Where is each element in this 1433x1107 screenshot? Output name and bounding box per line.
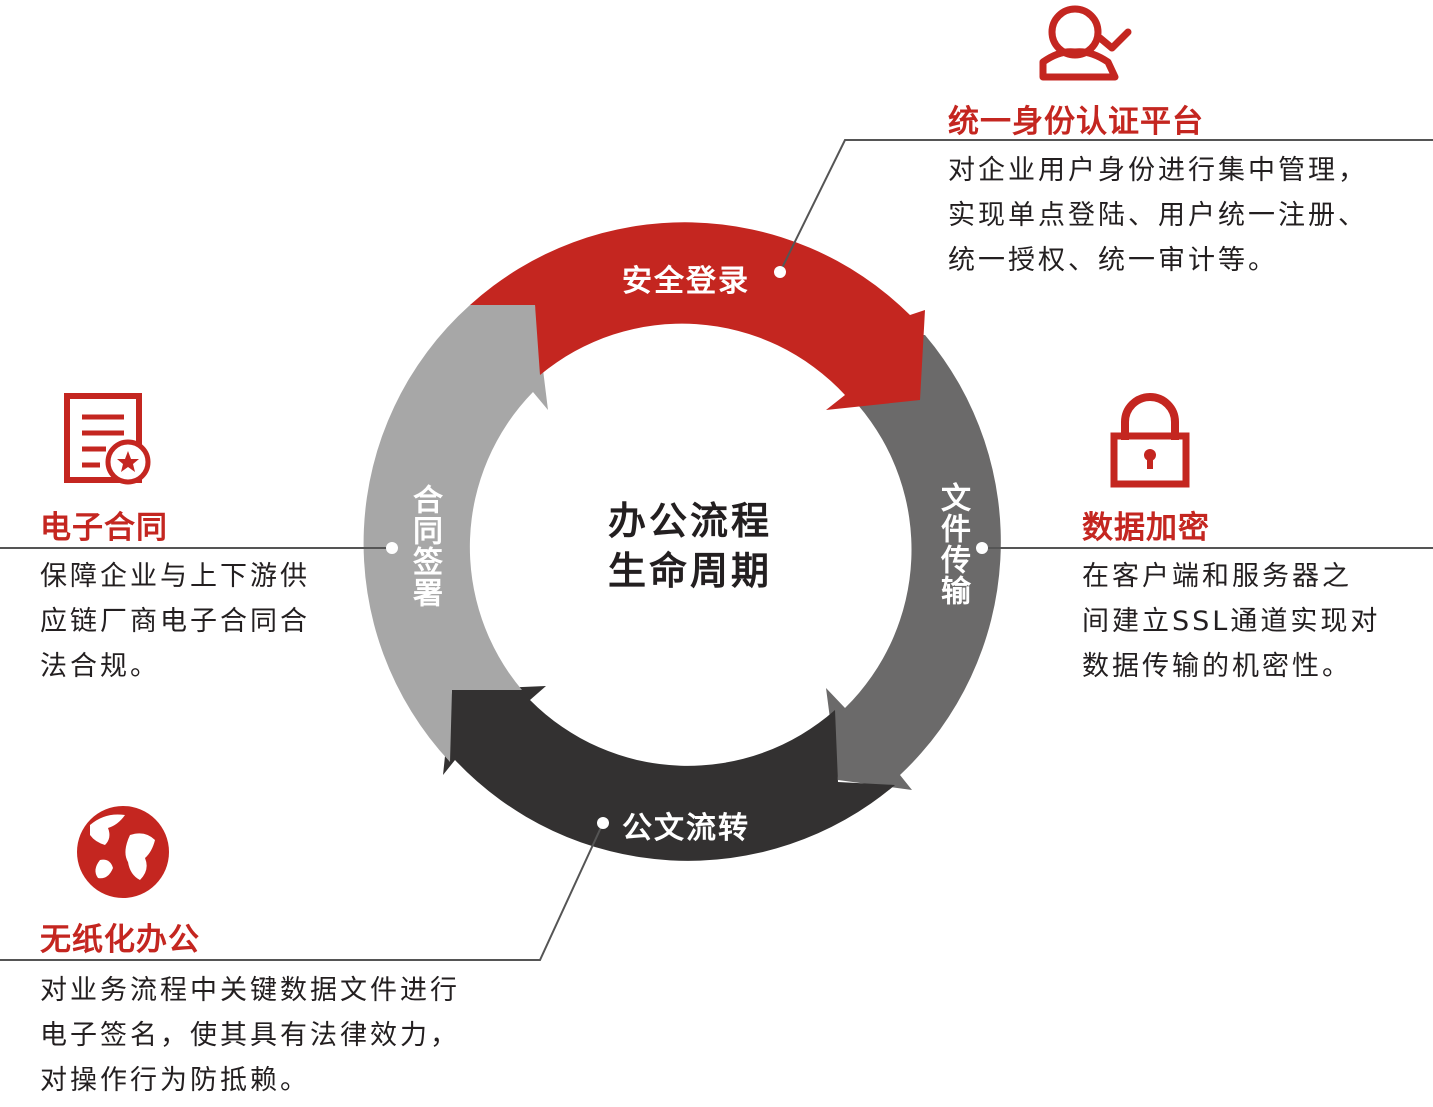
callout-desc-line: 电子签名，使其具有法律效力， bbox=[40, 1020, 460, 1051]
callout-desc-line: 对操作行为防抵赖。 bbox=[40, 1065, 310, 1096]
callout-desc-line: 间建立SSL通道实现对 bbox=[1082, 606, 1381, 637]
leader-line-identity bbox=[779, 139, 1433, 273]
callout-desc-line: 统一授权、统一审计等。 bbox=[948, 245, 1278, 276]
ring-segment-document-flow bbox=[443, 686, 895, 861]
contract-document-icon bbox=[64, 393, 151, 485]
ring-label-document-flow: 公文流转 bbox=[622, 811, 750, 846]
ring-segment-secure-login bbox=[470, 222, 925, 410]
ring-label-contract-signing: 合同签署 bbox=[407, 484, 442, 608]
user-check-icon bbox=[1039, 5, 1132, 81]
callout-desc-line: 对企业用户身份进行集中管理， bbox=[948, 155, 1368, 186]
callout-desc-line: 在客户端和服务器之 bbox=[1082, 561, 1352, 592]
callout-desc-paperless: 对业务流程中关键数据文件进行 电子签名，使其具有法律效力， 对操作行为防抵赖。 bbox=[40, 968, 460, 1103]
callout-title-identity: 统一身份认证平台 bbox=[948, 104, 1204, 140]
center-title-line1: 办公流程 bbox=[607, 499, 772, 543]
callout-desc-contract: 保障企业与上下游供 应链厂商电子合同合 法合规。 bbox=[40, 554, 310, 689]
ring-label-secure-login: 安全登录 bbox=[622, 264, 750, 299]
globe-icon bbox=[77, 806, 169, 898]
leader-line-paperless bbox=[0, 822, 604, 961]
callout-desc-identity: 对企业用户身份进行集中管理， 实现单点登陆、用户统一注册、 统一授权、统一审计等… bbox=[948, 148, 1368, 283]
callout-desc-line: 法合规。 bbox=[40, 651, 160, 682]
callout-desc-line: 实现单点登陆、用户统一注册、 bbox=[948, 200, 1368, 231]
callout-desc-line: 保障企业与上下游供 bbox=[40, 561, 310, 592]
dot-contract-signing bbox=[386, 542, 398, 554]
center-title-line2: 生命周期 bbox=[607, 549, 772, 593]
ring-segment-file-transfer bbox=[826, 335, 1001, 790]
ring-segment-contract-signing bbox=[363, 305, 548, 762]
lock-icon bbox=[1110, 393, 1190, 488]
callout-title-paperless: 无纸化办公 bbox=[40, 922, 200, 958]
center-title: 办公流程 生命周期 bbox=[590, 496, 790, 596]
callout-desc-line: 对业务流程中关键数据文件进行 bbox=[40, 975, 460, 1006]
dot-secure-login bbox=[774, 266, 786, 278]
dot-document-flow bbox=[597, 817, 609, 829]
dot-file-transfer bbox=[976, 542, 988, 554]
callout-title-encryption: 数据加密 bbox=[1082, 510, 1210, 546]
callout-desc-encryption: 在客户端和服务器之 间建立SSL通道实现对 数据传输的机密性。 bbox=[1082, 554, 1380, 689]
callout-title-contract: 电子合同 bbox=[40, 510, 168, 546]
ring-label-file-transfer: 文件传输 bbox=[935, 482, 970, 606]
callout-desc-line: 数据传输的机密性。 bbox=[1082, 651, 1352, 682]
callout-desc-line: 应链厂商电子合同合 bbox=[40, 606, 310, 637]
